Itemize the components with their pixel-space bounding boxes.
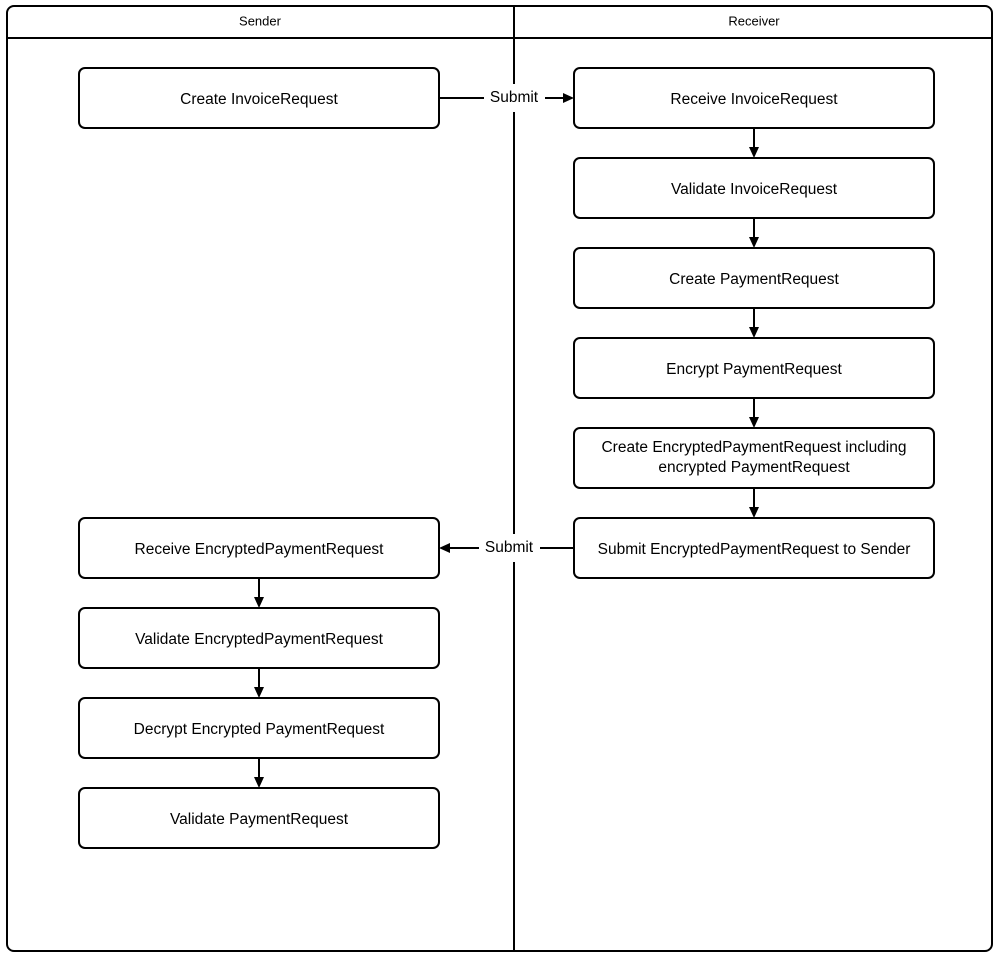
task-label: Submit EncryptedPaymentRequest to Sender — [598, 541, 911, 558]
task-label-line-1: Create EncryptedPaymentRequest including — [601, 439, 906, 456]
edge-validate-decrypt — [254, 668, 264, 698]
edge-receive-validate-invoicerequest — [749, 128, 759, 158]
node-create-encryptedpaymentrequest[interactable]: Create EncryptedPaymentRequest including… — [573, 427, 935, 489]
task-label: Receive EncryptedPaymentRequest — [135, 541, 385, 558]
task-box[interactable] — [573, 337, 935, 399]
task-box[interactable] — [78, 607, 440, 669]
task-box[interactable] — [573, 517, 935, 579]
task-box[interactable] — [573, 67, 935, 129]
task-box[interactable] — [573, 247, 935, 309]
arrow-head-down — [749, 147, 759, 158]
task-label-line-2: encrypted PaymentRequest — [658, 459, 850, 476]
task-label: Decrypt Encrypted PaymentRequest — [134, 721, 385, 738]
arrow-head-right — [563, 93, 574, 103]
task-label: Create PaymentRequest — [669, 271, 839, 288]
task-label: Validate PaymentRequest — [170, 811, 349, 828]
task-nodes: Create InvoiceRequest Receive InvoiceReq… — [78, 67, 935, 849]
task-label: Validate InvoiceRequest — [671, 181, 838, 198]
task-box[interactable] — [78, 67, 440, 129]
task-box[interactable] — [78, 697, 440, 759]
edge-label-submit-1: Submit — [490, 89, 539, 106]
task-label: Encrypt PaymentRequest — [666, 361, 842, 378]
arrow-head-down — [254, 777, 264, 788]
arrow-head-down — [749, 507, 759, 518]
task-label: Receive InvoiceRequest — [670, 91, 838, 108]
connectors: Submit — [254, 89, 759, 788]
edge-submit-invoicerequest: Submit — [439, 89, 574, 106]
node-create-paymentrequest[interactable]: Create PaymentRequest — [573, 247, 935, 309]
task-box[interactable] — [78, 787, 440, 849]
arrow-head-down — [254, 687, 264, 698]
arrow-head-down — [749, 417, 759, 428]
edge-submit-encryptedpaymentrequest: Submit — [439, 539, 574, 556]
node-validate-encryptedpaymentrequest[interactable]: Validate EncryptedPaymentRequest — [78, 607, 440, 669]
lane-title-receiver: Receiver — [728, 13, 780, 28]
arrow-head-down — [749, 327, 759, 338]
edge-create-encrypted-submit — [749, 488, 759, 518]
task-label: Create InvoiceRequest — [180, 91, 338, 108]
node-create-invoicerequest[interactable]: Create InvoiceRequest — [78, 67, 440, 129]
node-receive-encryptedpaymentrequest[interactable]: Receive EncryptedPaymentRequest — [78, 517, 440, 579]
task-box[interactable] — [573, 427, 935, 489]
task-box[interactable] — [573, 157, 935, 219]
node-submit-encryptedpaymentrequest[interactable]: Submit EncryptedPaymentRequest to Sender — [573, 517, 935, 579]
node-encrypt-paymentrequest[interactable]: Encrypt PaymentRequest — [573, 337, 935, 399]
edge-encrypt-create-encrypted — [749, 398, 759, 428]
edge-label-submit-2: Submit — [485, 539, 534, 556]
edge-validate-create-paymentrequest — [749, 218, 759, 248]
node-validate-invoicerequest[interactable]: Validate InvoiceRequest — [573, 157, 935, 219]
lane-title-sender: Sender — [239, 13, 282, 28]
edge-decrypt-validate-paymentrequest — [254, 758, 264, 788]
arrow-head-down — [254, 597, 264, 608]
arrow-head-down — [749, 237, 759, 248]
task-label: Validate EncryptedPaymentRequest — [135, 631, 384, 648]
arrow-head-left — [439, 543, 450, 553]
node-validate-paymentrequest[interactable]: Validate PaymentRequest — [78, 787, 440, 849]
edge-create-encrypt-paymentrequest — [749, 308, 759, 338]
task-box[interactable] — [78, 517, 440, 579]
node-decrypt-encrypted-paymentrequest[interactable]: Decrypt Encrypted PaymentRequest — [78, 697, 440, 759]
edge-receive-validate-encrypted — [254, 578, 264, 608]
node-receive-invoicerequest[interactable]: Receive InvoiceRequest — [573, 67, 935, 129]
